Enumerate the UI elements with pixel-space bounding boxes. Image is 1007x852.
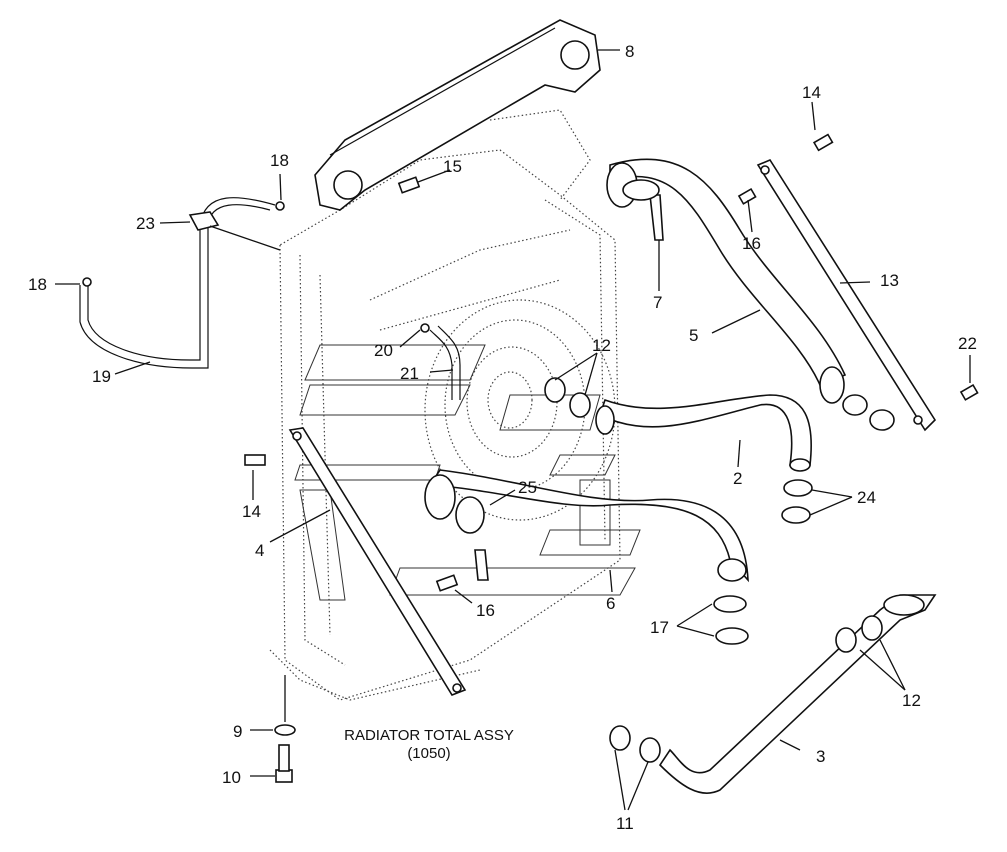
- bent-pipe-part-19: [79, 197, 276, 369]
- middle-hose-part-2: [595, 394, 812, 472]
- lower-hose-part-6: [424, 469, 749, 583]
- label-part-25: 25: [518, 478, 537, 497]
- label-part-22: 22: [958, 334, 977, 353]
- label-part-3: 3: [816, 747, 825, 766]
- label-part-24: 24: [857, 488, 876, 507]
- label-part-11: 11: [616, 814, 634, 833]
- label-part-16-top: 16: [742, 234, 761, 253]
- upper-hose-part-5: [606, 158, 847, 404]
- label-part-4: 4: [255, 541, 264, 560]
- label-part-12-mid: 12: [592, 336, 611, 355]
- label-part-18-top: 18: [270, 151, 289, 170]
- label-part-14-left: 14: [242, 502, 261, 521]
- label-part-21: 21: [400, 364, 419, 383]
- hose-clamps: [455, 179, 895, 763]
- stay-rod-part-4: [288, 427, 467, 696]
- label-part-20: 20: [374, 341, 393, 360]
- stay-rod-part-13: [756, 159, 937, 432]
- label-part-17: 17: [650, 618, 669, 637]
- label-part-18-left: 18: [28, 275, 47, 294]
- callout-labels: 8 14 18 15 23 16 18 13 7 5 19 12 20 21 2…: [28, 42, 977, 833]
- label-part-14-top: 14: [802, 83, 821, 102]
- leader-lines: [55, 101, 971, 811]
- label-part-5: 5: [689, 326, 698, 345]
- label-part-9: 9: [233, 722, 242, 741]
- small-pipe-part-21: [429, 325, 461, 400]
- label-part-13: 13: [880, 271, 899, 290]
- radiator-core: [269, 109, 621, 701]
- label-part-2: 2: [733, 469, 742, 488]
- bolts: [82, 133, 979, 783]
- label-part-6: 6: [606, 594, 615, 613]
- assembly-caption-code: (1050): [407, 745, 450, 762]
- label-part-7: 7: [653, 293, 662, 312]
- label-part-19: 19: [92, 367, 111, 386]
- bottom-pipe-part-3: [658, 594, 937, 794]
- label-part-10: 10: [222, 768, 241, 787]
- assembly-caption-title: RADIATOR TOTAL ASSY: [344, 727, 514, 744]
- label-part-15: 15: [443, 157, 462, 176]
- label-part-23: 23: [136, 214, 155, 233]
- label-part-8: 8: [625, 42, 634, 61]
- label-part-16-bottom: 16: [476, 601, 495, 620]
- label-part-12-bottom: 12: [902, 691, 921, 710]
- top-bracket-part-8: [314, 19, 620, 211]
